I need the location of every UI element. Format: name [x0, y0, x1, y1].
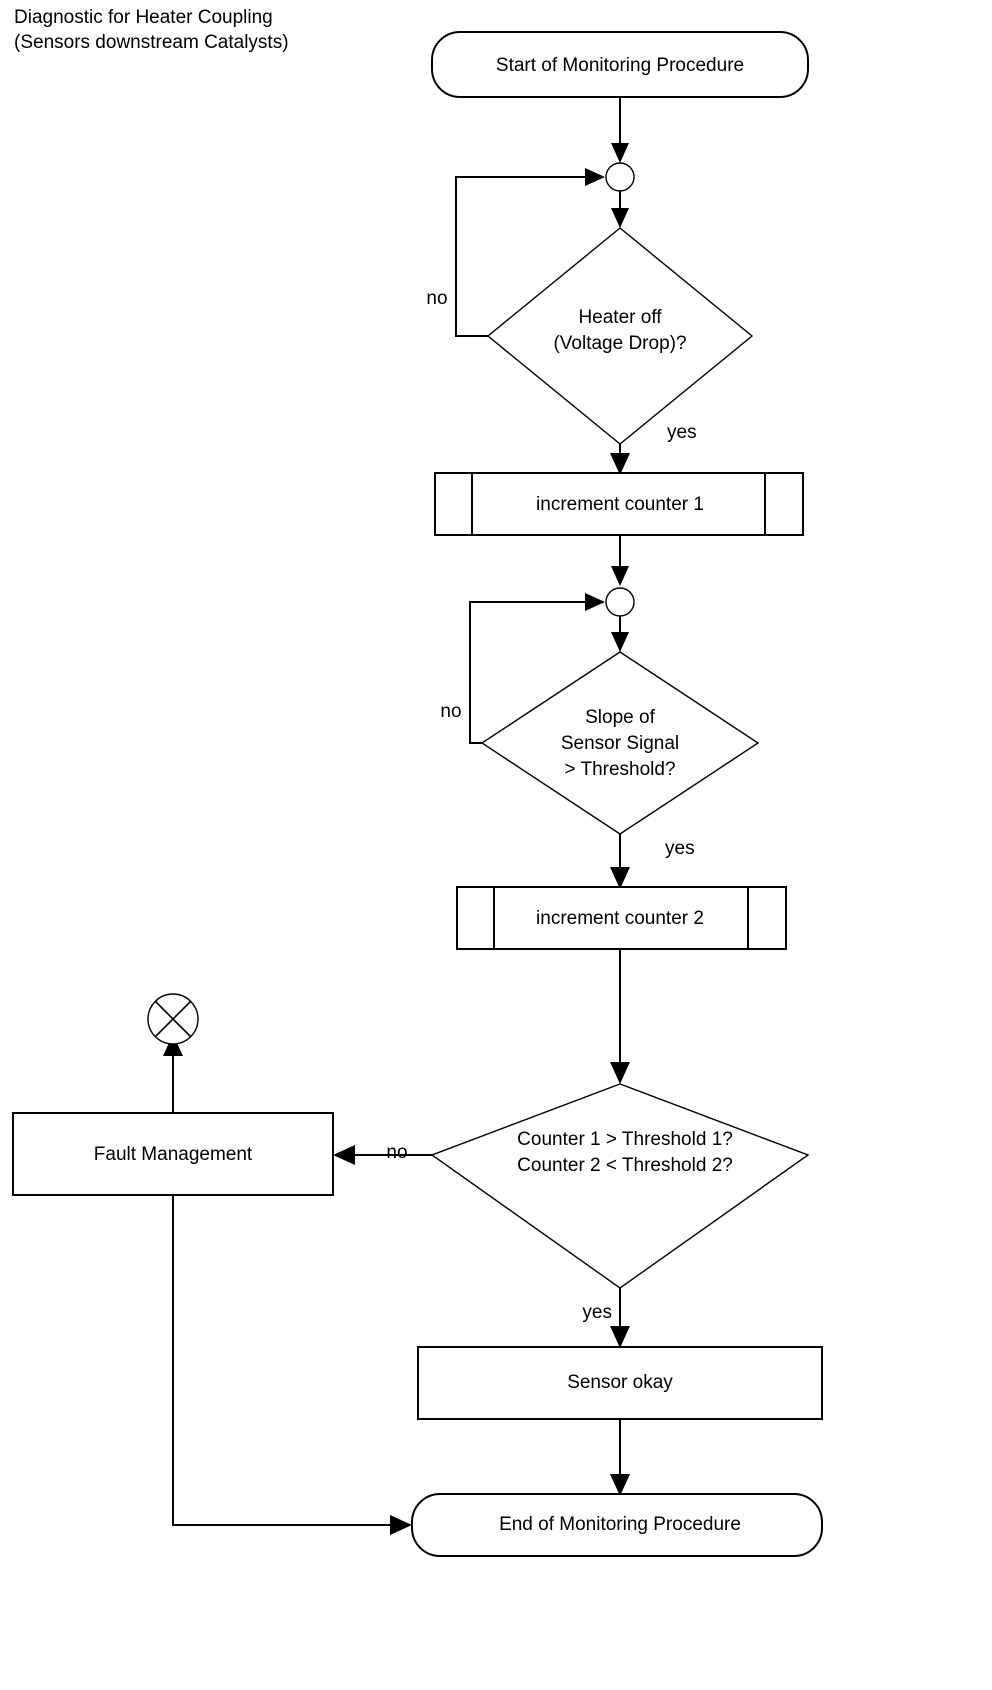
node-decision-heater[interactable]: Heater off (Voltage Drop)? — [486, 227, 754, 445]
sensor-okay-shape — [417, 1346, 823, 1420]
edge-slope-yes: yes — [610, 834, 695, 889]
node-increment-counter-2[interactable]: increment counter 2 — [456, 886, 787, 950]
fault-shape — [12, 1112, 334, 1196]
merge1-circle — [605, 162, 635, 192]
title-line-2: (Sensors downstream Catalysts) — [14, 32, 289, 53]
counter-diamond — [430, 1083, 810, 1289]
node-end[interactable]: End of Monitoring Procedure — [411, 1493, 823, 1557]
end-shape — [411, 1493, 823, 1557]
slope-label-line-1: Slope of — [585, 707, 655, 728]
edge-slope-no-loop: no — [440, 593, 605, 744]
edge-counter-yes: yes — [582, 1288, 630, 1348]
edge-merge2-to-slope — [611, 616, 629, 652]
counter-label-line-1: Counter 1 > Threshold 1? — [517, 1129, 733, 1150]
edge-label-slope-no: no — [440, 701, 461, 722]
heater-label-line-1: Heater off — [578, 307, 662, 328]
node-merge2[interactable] — [605, 587, 635, 617]
node-abort-terminator[interactable] — [147, 993, 199, 1045]
edge-heater-yes: yes — [610, 422, 697, 475]
end-label: End of Monitoring Procedure — [499, 1514, 741, 1535]
title-line-1: Diagnostic for Heater Coupling — [14, 7, 273, 28]
merge2-circle — [605, 587, 635, 617]
edge-label-heater-no: no — [426, 288, 447, 309]
increment1-label: increment counter 1 — [536, 494, 704, 515]
fault-label: Fault Management — [94, 1144, 253, 1165]
node-decision-counter[interactable]: Counter 1 > Threshold 1? Counter 2 < Thr… — [430, 1083, 810, 1289]
increment2-label: increment counter 2 — [536, 908, 704, 929]
edge-fault-to-abort — [163, 1034, 183, 1113]
edge-start-to-merge1 — [611, 97, 629, 163]
edge-increment2-to-counter — [610, 949, 630, 1084]
increment2-shape — [456, 886, 787, 950]
heater-label-line-2: (Voltage Drop)? — [553, 333, 686, 354]
start-label: Start of Monitoring Procedure — [496, 55, 744, 76]
edge-increment1-to-merge2 — [611, 535, 629, 586]
node-start[interactable]: Start of Monitoring Procedure — [431, 31, 809, 98]
edge-label-counter-yes: yes — [582, 1302, 612, 1323]
edge-label-counter-no: no — [386, 1142, 407, 1163]
diagram-title: Diagnostic for Heater Coupling (Sensors … — [14, 7, 289, 53]
slope-label-line-2: Sensor Signal — [561, 733, 679, 754]
slope-label-line-3: > Threshold? — [564, 759, 675, 780]
increment1-shape — [434, 472, 804, 536]
edge-fault-to-end — [172, 1195, 412, 1535]
node-fault-management[interactable]: Fault Management — [12, 1112, 334, 1196]
counter-label-line-2: Counter 2 < Threshold 2? — [517, 1155, 733, 1176]
node-merge1[interactable] — [605, 162, 635, 192]
sensor-okay-label: Sensor okay — [567, 1372, 673, 1393]
node-increment-counter-1[interactable]: increment counter 1 — [434, 472, 804, 536]
edge-label-slope-yes: yes — [665, 838, 695, 859]
edge-merge1-to-heater — [611, 191, 629, 228]
edge-label-heater-yes: yes — [667, 422, 697, 443]
edge-sensor-okay-to-end — [610, 1419, 630, 1496]
edge-counter-no: no — [333, 1142, 432, 1165]
node-sensor-okay[interactable]: Sensor okay — [417, 1346, 823, 1420]
node-decision-slope[interactable]: Slope of Sensor Signal > Threshold? — [480, 651, 760, 835]
edge-heater-no-loop: no — [426, 168, 605, 337]
abort-cross-line-2 — [154, 1000, 192, 1038]
